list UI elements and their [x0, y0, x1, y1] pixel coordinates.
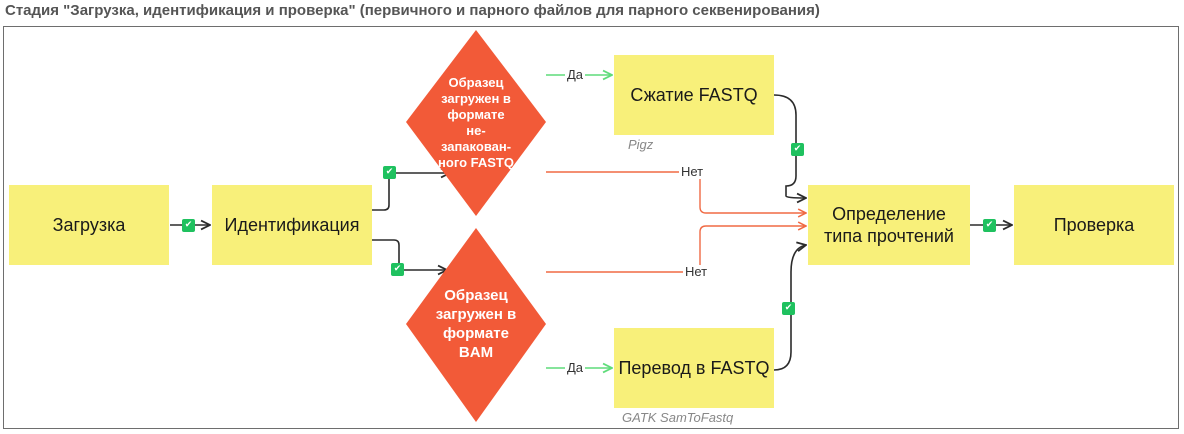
node-compress: Сжатие FASTQ [614, 55, 774, 135]
check-badge-icon [782, 302, 795, 315]
check-badge-icon [983, 219, 996, 232]
decision-bam-shape [406, 228, 546, 422]
decision-fastq-text: Образец загружен в формате не-запакован-… [438, 75, 514, 170]
edge-no-top [546, 171, 806, 213]
node-upload: Загрузка [9, 185, 169, 265]
check-badge-icon [182, 219, 195, 232]
page-title: Стадия "Загрузка, идентификация и провер… [5, 2, 820, 19]
node-check: Проверка [1014, 185, 1174, 265]
edge-label-no-top: Нет [679, 164, 706, 179]
edge-compress-readtype [773, 94, 806, 198]
edge-label-no-bottom: Нет [683, 264, 710, 279]
check-badge-icon [391, 263, 404, 276]
node-identify: Идентификация [212, 185, 372, 265]
tool-convert: GATK SamToFastq [622, 410, 734, 425]
node-convert: Перевод в FASTQ [614, 328, 774, 408]
check-badge-icon [383, 166, 396, 179]
edge-identify-decision-bam [372, 239, 447, 270]
edge-label-yes-top: Да [565, 67, 586, 82]
decision-fastq-shape [406, 30, 546, 216]
check-badge-icon [791, 143, 804, 156]
diagram-frame [3, 26, 1179, 429]
tool-compress: Pigz [628, 137, 654, 152]
decision-bam-text: Образец загружен в формате BAM [435, 287, 517, 361]
edge-no-bottom [546, 226, 806, 273]
node-readtype: Определение типа прочтений [808, 185, 970, 265]
edge-label-yes-bottom: Да [565, 360, 586, 375]
